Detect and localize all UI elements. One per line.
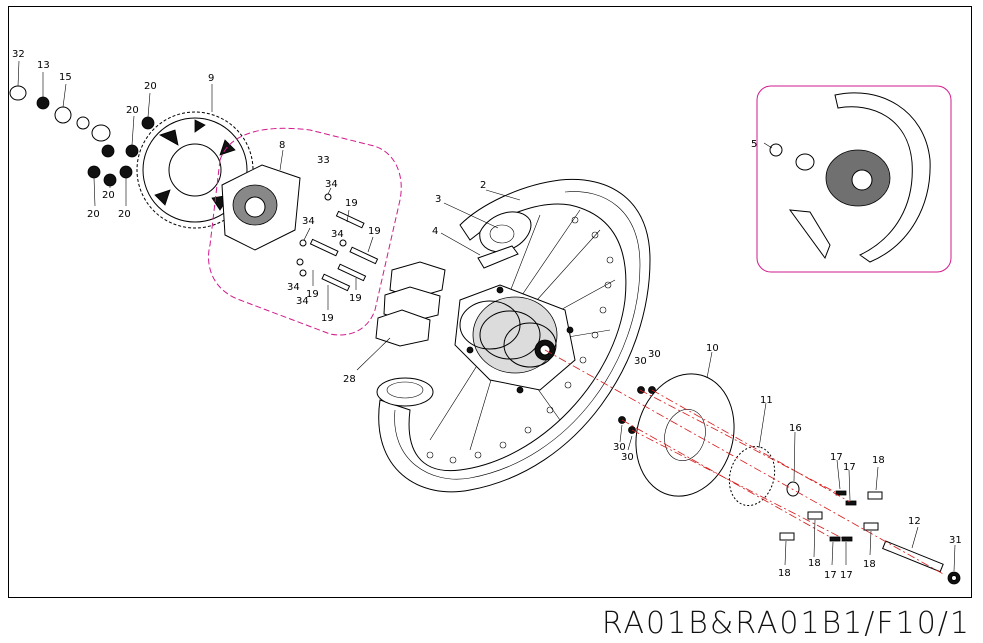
tire-part-2 (376, 178, 651, 493)
callout-9: 9 (208, 73, 214, 84)
bolts-part-18 (779, 491, 883, 541)
callout-19: 19 (321, 313, 334, 324)
callout-17: 17 (830, 452, 843, 463)
callout-19: 19 (306, 289, 319, 300)
callout-34: 34 (325, 179, 338, 190)
sprocket-part-9 (136, 111, 254, 229)
leader-lines (17, 60, 956, 572)
callout-18: 18 (872, 455, 885, 466)
bolts-part-19 (309, 210, 379, 292)
abs-ring-part-11 (728, 445, 776, 507)
callout-30: 30 (648, 349, 661, 360)
callout-34: 34 (287, 282, 300, 293)
rim-band-part-4 (477, 245, 519, 269)
callout-19: 19 (349, 293, 362, 304)
callout-11: 11 (760, 395, 773, 406)
callout-12: 12 (908, 516, 921, 527)
callout-20: 20 (144, 81, 157, 92)
tube-part-3 (479, 211, 532, 253)
callout-20: 20 (118, 209, 131, 220)
callout-31: 31 (949, 535, 962, 546)
callout-20: 20 (126, 105, 139, 116)
spacer-part-16 (786, 481, 800, 497)
assembly-axis-lines (544, 349, 946, 576)
sprocket-carrier-group-33 (208, 127, 402, 336)
callout-17: 17 (840, 570, 853, 581)
hub (454, 284, 576, 394)
callout-3: 3 (435, 194, 441, 205)
callout-8: 8 (279, 140, 285, 151)
callout-17: 17 (824, 570, 837, 581)
callout-18: 18 (808, 558, 821, 569)
callout-34: 34 (296, 296, 309, 307)
callout-2: 2 (480, 180, 486, 191)
bolts-part-17 (829, 490, 857, 542)
callout-labels: 32 13 15 9 20 20 20 20 20 8 33 34 34 34 … (12, 49, 962, 581)
callout-33: 33 (317, 155, 330, 166)
callout-18: 18 (778, 568, 791, 579)
diagram-frame (8, 6, 972, 598)
callout-20: 20 (102, 190, 115, 201)
inset-cast-wheel-part-5 (756, 85, 952, 273)
nut-part-31 (947, 571, 961, 585)
callout-30: 30 (621, 452, 634, 463)
callout-10: 10 (706, 343, 719, 354)
carrier-part-8 (221, 164, 301, 251)
damper-rubbers-part-28 (375, 261, 446, 347)
callout-13: 13 (37, 60, 50, 71)
diagram-reference-code: RA01B&RA01B1/F10/1 (601, 606, 971, 641)
brake-disc-part-10 (635, 373, 735, 497)
callout-4: 4 (432, 226, 438, 237)
callout-30: 30 (613, 442, 626, 453)
callout-20: 20 (87, 209, 100, 220)
callout-30: 30 (634, 356, 647, 367)
callout-19: 19 (345, 198, 358, 209)
callout-18: 18 (863, 559, 876, 570)
callout-15: 15 (59, 72, 72, 83)
callout-5: 5 (751, 139, 757, 150)
callout-32: 32 (12, 49, 25, 60)
callout-28: 28 (343, 374, 356, 385)
callout-17: 17 (843, 462, 856, 473)
callout-34: 34 (331, 229, 344, 240)
callout-16: 16 (789, 423, 802, 434)
callout-19: 19 (368, 226, 381, 237)
rim-holes (426, 216, 614, 464)
callout-34: 34 (302, 216, 315, 227)
